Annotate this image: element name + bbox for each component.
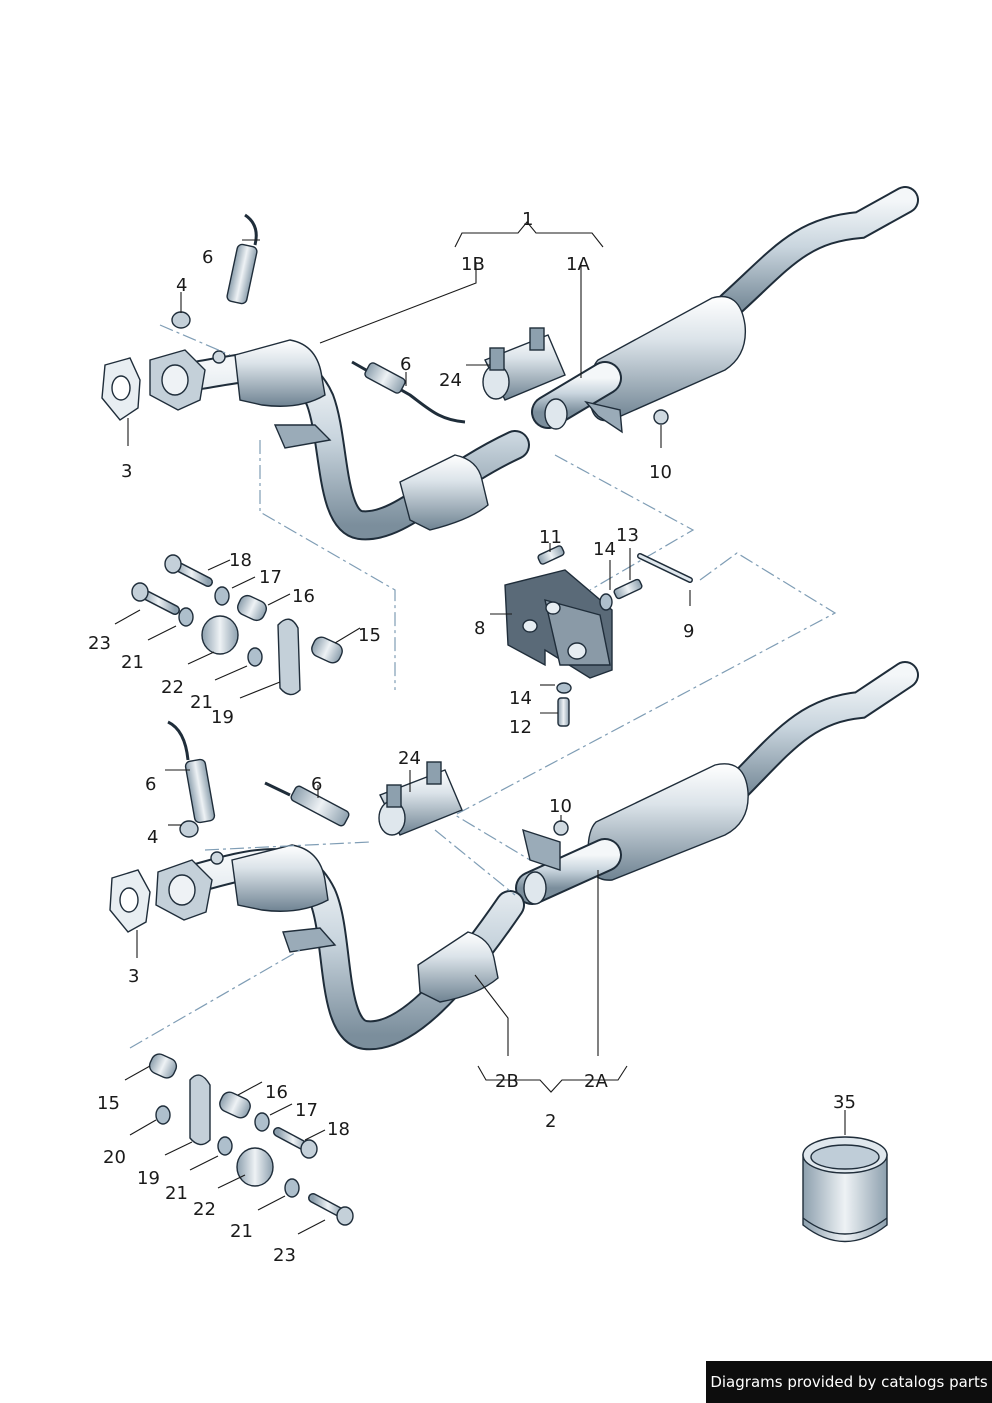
washer-21-upper-a <box>178 607 194 627</box>
washer-17-upper <box>214 586 230 606</box>
bolt-11 <box>537 545 565 565</box>
callout-13: 13 <box>616 525 639 546</box>
callout-15-bottom: 15 <box>97 1093 120 1114</box>
middle-hardware-group <box>114 324 837 861</box>
rubber-mount-22-lower <box>236 1147 274 1187</box>
callout-1A: 1A <box>566 254 590 275</box>
oxygen-sensor-6-lower-a <box>167 720 216 824</box>
attribution-banner: Diagrams provided by catalogs parts <box>706 1361 992 1403</box>
muffler-hanger-upper <box>584 400 623 434</box>
bracket-8 <box>504 569 613 679</box>
callout-6-top-a: 6 <box>202 247 213 268</box>
callout-15-mid: 15 <box>358 625 381 646</box>
callout-10-bottom: 10 <box>549 796 572 817</box>
washer-14-b <box>556 682 572 694</box>
rear-muffler-1A <box>531 295 747 430</box>
spacer-15-lower <box>148 1053 178 1079</box>
callout-14-a: 14 <box>593 539 616 560</box>
rear-muffler-2A <box>515 763 749 905</box>
callout-21-bottom-b: 21 <box>230 1221 253 1242</box>
callout-2B: 2B <box>495 1071 519 1092</box>
group-2-brace <box>477 1065 628 1093</box>
callout-4-bottom: 4 <box>147 827 158 848</box>
oxygen-sensor-6-lower-b <box>264 781 350 827</box>
callout-10-top: 10 <box>649 462 672 483</box>
callout-1B: 1B <box>461 254 485 275</box>
lower-exhaust-assembly <box>109 661 919 1243</box>
callout-4-top: 4 <box>176 275 187 296</box>
callout-23-mid: 23 <box>88 633 111 654</box>
washer-14-a <box>599 593 613 611</box>
callout-16-mid: 16 <box>292 586 315 607</box>
callout-6-bottom-a: 6 <box>145 774 156 795</box>
callout-22-mid: 22 <box>161 677 184 698</box>
clamp-24-upper <box>482 327 566 401</box>
callout-24-bottom: 24 <box>398 748 421 769</box>
callout-19-bottom: 19 <box>137 1168 160 1189</box>
callout-3-top: 3 <box>121 461 132 482</box>
nut-4-upper <box>171 311 191 329</box>
callout-20-bottom: 20 <box>103 1147 126 1168</box>
callout-22-bottom: 22 <box>193 1199 216 1220</box>
callout-24-top: 24 <box>439 370 462 391</box>
group-1-brace <box>454 221 604 248</box>
sleeve-35 <box>802 1110 888 1243</box>
front-pipe-2B <box>155 844 525 1051</box>
callout-18-mid: 18 <box>229 550 252 571</box>
callout-1: 1 <box>522 209 533 230</box>
callout-labels: 1 1B 1A 6 4 6 24 3 10 18 17 16 23 15 21 … <box>88 209 856 1266</box>
link-19-lower <box>189 1074 211 1146</box>
lower-hardware-group <box>124 1053 354 1235</box>
bolt-18-upper <box>164 554 213 587</box>
oxygen-sensor-6-upper-b <box>351 360 466 424</box>
nut-4-lower <box>179 820 199 838</box>
callout-19-mid: 19 <box>211 707 234 728</box>
oxygen-sensor-6-upper-a <box>226 213 258 305</box>
callout-21-mid-b: 21 <box>190 692 213 713</box>
washer-17-lower <box>254 1112 270 1132</box>
callout-2A: 2A <box>584 1071 608 1092</box>
bolt-13 <box>613 578 643 600</box>
bolt-12 <box>557 697 570 727</box>
bolt-18-lower <box>273 1127 318 1159</box>
callout-35: 35 <box>833 1092 856 1113</box>
callout-3-bottom: 3 <box>128 966 139 987</box>
front-pipe-1B <box>149 339 530 541</box>
bolt-23-lower <box>308 1193 354 1226</box>
callout-6-bottom-b: 6 <box>311 774 322 795</box>
link-19-upper <box>277 618 301 696</box>
bushing-16-lower <box>219 1091 251 1119</box>
callout-16-bottom: 16 <box>265 1082 288 1103</box>
callout-12: 12 <box>509 717 532 738</box>
callout-21-bottom-a: 21 <box>165 1183 188 1204</box>
callout-2: 2 <box>545 1111 556 1132</box>
callout-11: 11 <box>539 527 562 548</box>
nut-10-lower <box>553 820 569 836</box>
washer-20-lower <box>155 1105 171 1125</box>
callout-18-bottom: 18 <box>327 1119 350 1140</box>
rubber-mount-22-upper <box>201 615 239 655</box>
spacer-15-upper <box>311 636 343 664</box>
callout-17-bottom: 17 <box>295 1100 318 1121</box>
washer-21-lower-b <box>284 1178 300 1198</box>
callout-23-bottom: 23 <box>273 1245 296 1266</box>
callout-8: 8 <box>474 618 485 639</box>
callout-6-top-b: 6 <box>400 354 411 375</box>
callout-21-mid-a: 21 <box>121 652 144 673</box>
bolt-23-upper <box>131 582 180 615</box>
washer-21-upper-b <box>247 647 263 667</box>
clamp-24-lower <box>378 761 463 836</box>
muffler-hanger-lower <box>522 828 561 871</box>
washer-21-lower-a <box>217 1136 233 1156</box>
upper-exhaust-assembly <box>101 186 919 541</box>
bushing-16-upper <box>237 594 267 622</box>
callout-9: 9 <box>683 621 694 642</box>
nut-10-upper <box>653 409 669 425</box>
callout-14-b: 14 <box>509 688 532 709</box>
callout-17-mid: 17 <box>259 567 282 588</box>
